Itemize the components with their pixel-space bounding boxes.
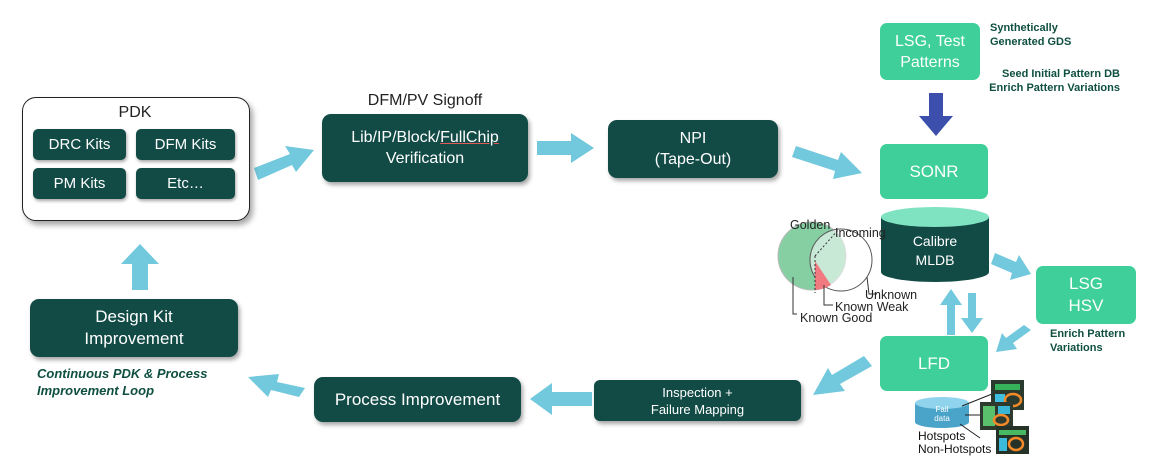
fail-line2: data: [934, 414, 950, 423]
fail-data-cylinder: [915, 403, 969, 428]
sonr-box: SONR: [880, 144, 988, 199]
etc-kits-box: Etc…: [136, 168, 235, 199]
design-kit-line1: Design Kit: [95, 307, 173, 326]
arrow-pdk-to-signoff: [254, 146, 314, 180]
arrow-lfd-to-inspection: [813, 356, 872, 395]
synthetic-line1: Synthetically: [990, 22, 1058, 34]
fail-data-label: Fail data: [915, 405, 969, 423]
signoff-box: Lib/IP/Block/FullChip Verification: [322, 114, 528, 182]
lsg-hsv-line1: LSG: [1068, 274, 1104, 293]
non-hotspots-label: Non-Hotspots: [918, 442, 992, 456]
inspection-line1: Inspection +: [662, 384, 733, 400]
synthetic-line2: Generated GDS: [990, 36, 1072, 48]
lsg-hsv-box: LSG HSV: [1036, 266, 1136, 324]
arrow-lsghsv-to-lfd: [996, 325, 1031, 352]
pdk-title: PDK: [118, 104, 152, 121]
arrow-signoff-to-npi: [537, 133, 594, 163]
venn-unknown-label: Unknown: [865, 288, 918, 302]
npi-line2: (Tape-Out): [654, 151, 732, 168]
lsg-test-line2: Patterns: [900, 53, 960, 71]
signoff-line2: Verification: [385, 150, 465, 167]
calibre-mldb-cylinder: [881, 207, 989, 282]
venn-incoming-circle: [809, 228, 873, 292]
lfd-box: LFD: [880, 336, 988, 391]
venn-diagram: [777, 221, 877, 315]
inspection-line2: Failure Mapping: [650, 401, 745, 417]
synthetic-gds-note: Synthetically Generated GDS: [990, 21, 1071, 49]
fail-arrow-1: [961, 393, 993, 407]
enrich-line1: Enrich Pattern: [1050, 328, 1126, 340]
leader-known-good: [792, 277, 797, 315]
seed-pattern-note: Seed Initial Pattern DB Enrich Pattern V…: [975, 67, 1120, 95]
process-improvement-box: Process Improvement: [314, 377, 521, 422]
loop-caption-line2: Improvement Loop: [37, 383, 155, 398]
venn-known-good-label: Known Good: [800, 311, 873, 325]
npi-line1: NPI: [679, 130, 707, 147]
leader-unknown: [866, 276, 877, 295]
arrow-calibre-to-lfd: [961, 293, 983, 333]
lsg-test-patterns-box: LSG, Test Patterns: [880, 23, 980, 80]
enrich-pattern-note: Enrich Pattern Variations: [1050, 327, 1125, 355]
fail-arrow-3: [959, 423, 981, 439]
arrow-process-to-designkit: [248, 374, 305, 397]
calibre-line1: Calibre: [912, 233, 958, 249]
leader-known-weak: [823, 285, 833, 306]
enrich-line2: Variations: [1050, 342, 1103, 354]
seed-line1: Seed Initial Pattern DB: [1002, 68, 1120, 80]
signoff-line1: Lib/IP/Block/FullChip: [351, 127, 499, 148]
venn-known-weak-region: [815, 261, 831, 290]
arrow-calibre-to-lsghsv: [991, 253, 1031, 280]
arrow-designkit-to-pdk: [121, 244, 159, 290]
design-kit-line2: Improvement: [84, 329, 184, 348]
calibre-label: Calibre MLDB: [880, 232, 990, 270]
fail-data-cylinder-top: [915, 397, 969, 409]
pm-kits-box: PM Kits: [33, 168, 126, 199]
calibre-line2: MLDB: [915, 252, 955, 268]
arrow-inspection-to-process: [530, 383, 592, 415]
venn-known-weak-label: Known Weak: [835, 300, 909, 314]
arrow-lfd-to-calibre: [940, 289, 962, 335]
lsg-hsv-line2: HSV: [1068, 296, 1104, 315]
fail-data-graphic: [915, 380, 1029, 454]
venn-golden-label: Golden: [790, 218, 831, 232]
signoff-caption: DFM/PV Signoff: [367, 92, 483, 109]
loop-caption: Continuous PDK & Process Improvement Loo…: [37, 365, 207, 399]
seed-line2: Enrich Pattern Variations: [989, 82, 1120, 94]
dfm-kits-box: DFM Kits: [136, 129, 235, 160]
arrow-lsg-to-sonr: [919, 93, 953, 136]
arrow-npi-to-sonr: [792, 146, 862, 179]
venn-incoming-label: Incoming: [835, 226, 886, 240]
design-kit-improvement-box: Design Kit Improvement: [30, 299, 238, 357]
hotspots-label: Hotspots: [918, 429, 966, 443]
loop-caption-line1: Continuous PDK & Process: [37, 366, 208, 381]
inspection-box: Inspection + Failure Mapping: [594, 380, 801, 421]
fail-line1: Fail: [935, 405, 949, 414]
lsg-test-line1: LSG, Test: [895, 32, 965, 50]
signoff-fullchip: FullChip: [440, 129, 499, 146]
npi-box: NPI (Tape-Out): [608, 120, 778, 178]
signoff-line1-prefix: Lib/IP/Block/: [351, 129, 441, 146]
drc-kits-box: DRC Kits: [33, 129, 126, 160]
